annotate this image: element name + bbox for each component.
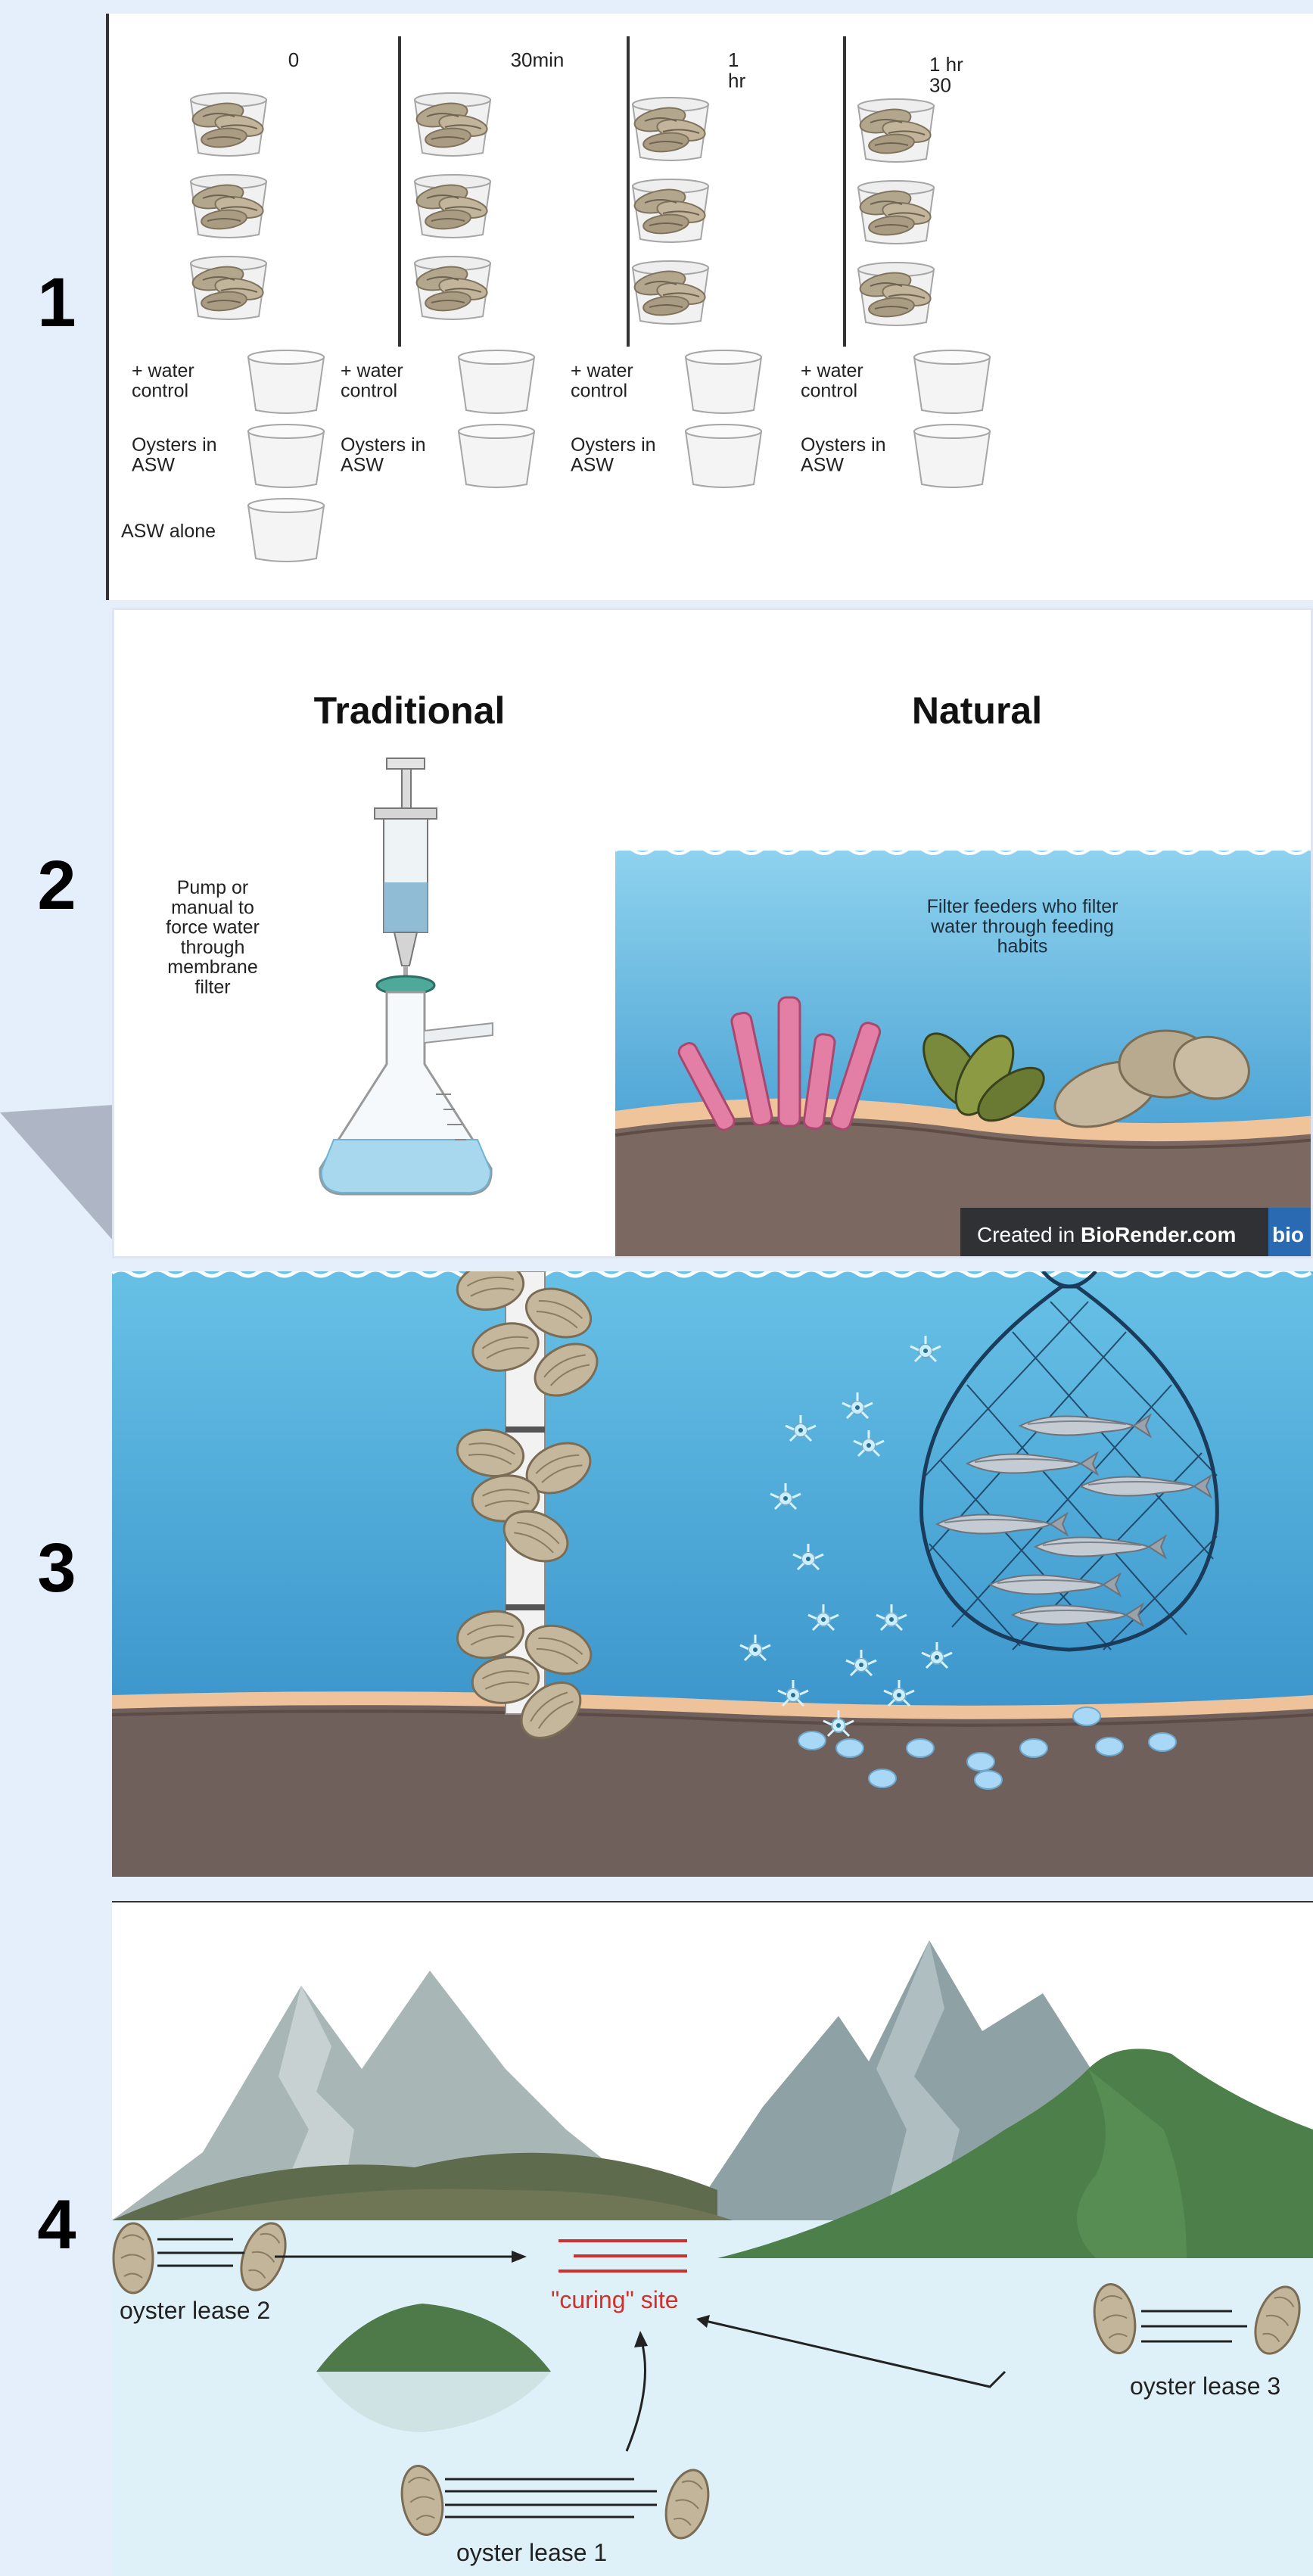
- timepoint-label-0: 0: [288, 48, 299, 71]
- panel-number-2: 2: [30, 846, 83, 926]
- asw-alone-bucket: [248, 499, 324, 562]
- oyster-bucket: [633, 98, 708, 160]
- syringe-icon: [375, 758, 437, 981]
- asw-bucket: [248, 425, 324, 487]
- seabed-sediment: [112, 1705, 1313, 1877]
- asw-alone-label: ASW alone: [121, 521, 216, 542]
- oyster-bucket: [858, 181, 934, 244]
- asw-bucket: [686, 425, 761, 487]
- panel-4-diagram: oyster lease 2 "curing" site oyster leas…: [112, 1902, 1313, 2576]
- oyster-bucket: [191, 175, 266, 238]
- oyster-bucket: [858, 263, 934, 325]
- oyster-bucket: [191, 257, 266, 319]
- oyster-lease-3-label: oyster lease 3: [1130, 2372, 1280, 2400]
- oyster-bucket: [858, 99, 934, 162]
- control-bucket: [914, 350, 990, 413]
- control-bucket: [686, 350, 761, 413]
- oyster-lease-1-label: oyster lease 1: [456, 2539, 607, 2566]
- oyster-bucket-stack-30min: [415, 93, 490, 319]
- panel-number-3: 3: [30, 1529, 83, 1608]
- panel-number-4: 4: [30, 2186, 83, 2265]
- oyster-bucket-stack-0: [191, 93, 266, 319]
- watermark-text: Created in BioRender.com: [977, 1223, 1236, 1246]
- oyster-bucket: [415, 257, 490, 319]
- traditional-title: Traditional: [314, 689, 506, 732]
- control-bucket: [248, 350, 324, 413]
- panel-4-oyster-lease-map: oyster lease 2 "curing" site oyster leas…: [112, 1901, 1313, 2576]
- watermark-badge-text: bio: [1272, 1223, 1304, 1246]
- oyster-bucket: [191, 93, 266, 156]
- curing-site-label: "curing" site: [551, 2286, 679, 2313]
- shadow-decoration: [0, 1105, 121, 1249]
- oyster-lease-2-label: oyster lease 2: [120, 2297, 270, 2324]
- asw-bucket: [459, 425, 534, 487]
- oyster-bucket: [633, 179, 708, 242]
- oyster-bucket-stack-1hr: [633, 98, 708, 324]
- timepoint-label-30min: 30min: [511, 48, 565, 71]
- oyster-icon: [114, 2223, 153, 2293]
- panel-3-oyster-aquaculture-scene: [112, 1271, 1313, 1877]
- asw-bucket: [914, 425, 990, 487]
- oyster-bucket: [415, 93, 490, 156]
- natural-title: Natural: [912, 689, 1042, 732]
- oyster-bucket: [415, 175, 490, 238]
- panel-number-1: 1: [30, 263, 83, 343]
- vacuum-flask-icon: [320, 976, 493, 1194]
- panel-3-diagram: [112, 1271, 1313, 1877]
- oyster-bucket-stack-1hr30: [858, 99, 934, 325]
- oyster-bucket: [633, 261, 708, 324]
- control-bucket: [459, 350, 534, 413]
